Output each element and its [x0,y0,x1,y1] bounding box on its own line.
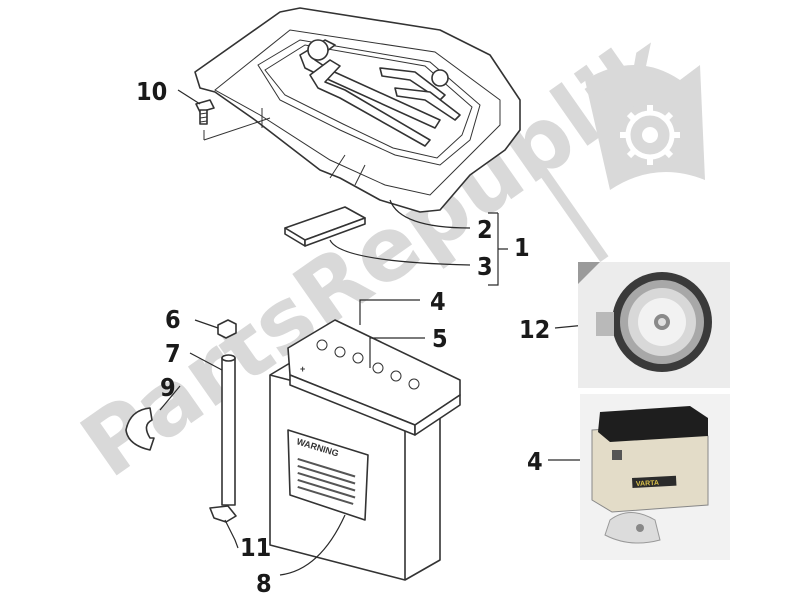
horn-photo [578,262,730,388]
gear-flag-icon [537,65,705,263]
battery-terminal-mark: + [300,364,305,374]
nut [217,319,237,339]
clip-ring [125,407,155,451]
tool-tray [194,7,521,213]
callout-10: 10 [136,77,167,106]
callout-2: 2 [477,215,493,244]
callout-4: 4 [430,287,446,316]
callout-1: 1 [514,233,530,262]
callouts: 10 2 1 3 4 5 6 7 9 11 8 12 4 [136,77,550,598]
battery-photo-brand: VARTA [636,480,659,488]
vent-tube [221,354,236,506]
callout-12: 12 [519,315,550,344]
tube-clamp [209,505,237,523]
fuse-pad [284,206,366,247]
callout-8: 8 [256,569,272,598]
callout-11: 11 [240,533,271,562]
battery-photo: VARTA [580,394,730,560]
battery: + WARNING [269,319,461,581]
screw [195,99,271,141]
callout-9: 9 [160,373,176,402]
leader-lines [159,89,597,576]
callout-5: 5 [432,324,448,353]
callout-4-photo: 4 [527,447,543,476]
callout-6: 6 [165,305,181,334]
callout-7: 7 [165,339,181,368]
callout-3: 3 [477,252,493,281]
